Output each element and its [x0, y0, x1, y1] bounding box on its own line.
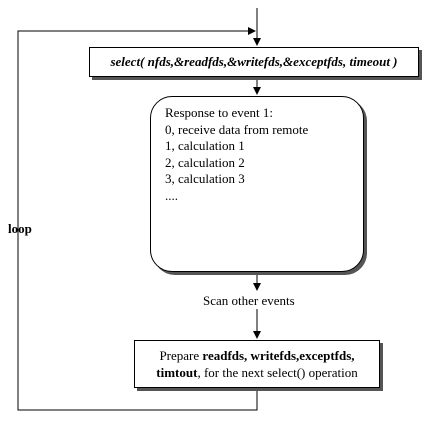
prepare-suffix: , for the next select() operation: [197, 365, 358, 380]
prepare-timeout: timtout: [156, 365, 198, 380]
response-line: 1, calculation 1: [165, 138, 245, 153]
prepare-prefix: Prepare: [159, 348, 203, 363]
response-line: 2, calculation 2: [165, 154, 245, 170]
response-box: Response to event 1: 0, receive data fro…: [150, 96, 364, 272]
prepare-box: Prepare readfds, writefds,exceptfds, timt…: [134, 340, 380, 388]
response-line: Response to event 1:: [165, 105, 273, 120]
prepare-fd-sets: readfds, writefds,exceptfds,: [202, 348, 355, 363]
response-line: ....: [165, 187, 178, 203]
select-call-label: select( nfds,&readfds,&writefds,&exceptf…: [110, 54, 398, 69]
response-line: 0, receive data from remote: [165, 121, 309, 137]
select-call-box: select( nfds,&readfds,&writefds,&exceptf…: [89, 47, 419, 77]
loop-back-line: [17, 27, 258, 411]
loop-label: loop: [8, 221, 32, 236]
scan-other-events-label: Scan other events: [203, 293, 295, 308]
response-line: 3, calculation 3: [165, 171, 245, 186]
